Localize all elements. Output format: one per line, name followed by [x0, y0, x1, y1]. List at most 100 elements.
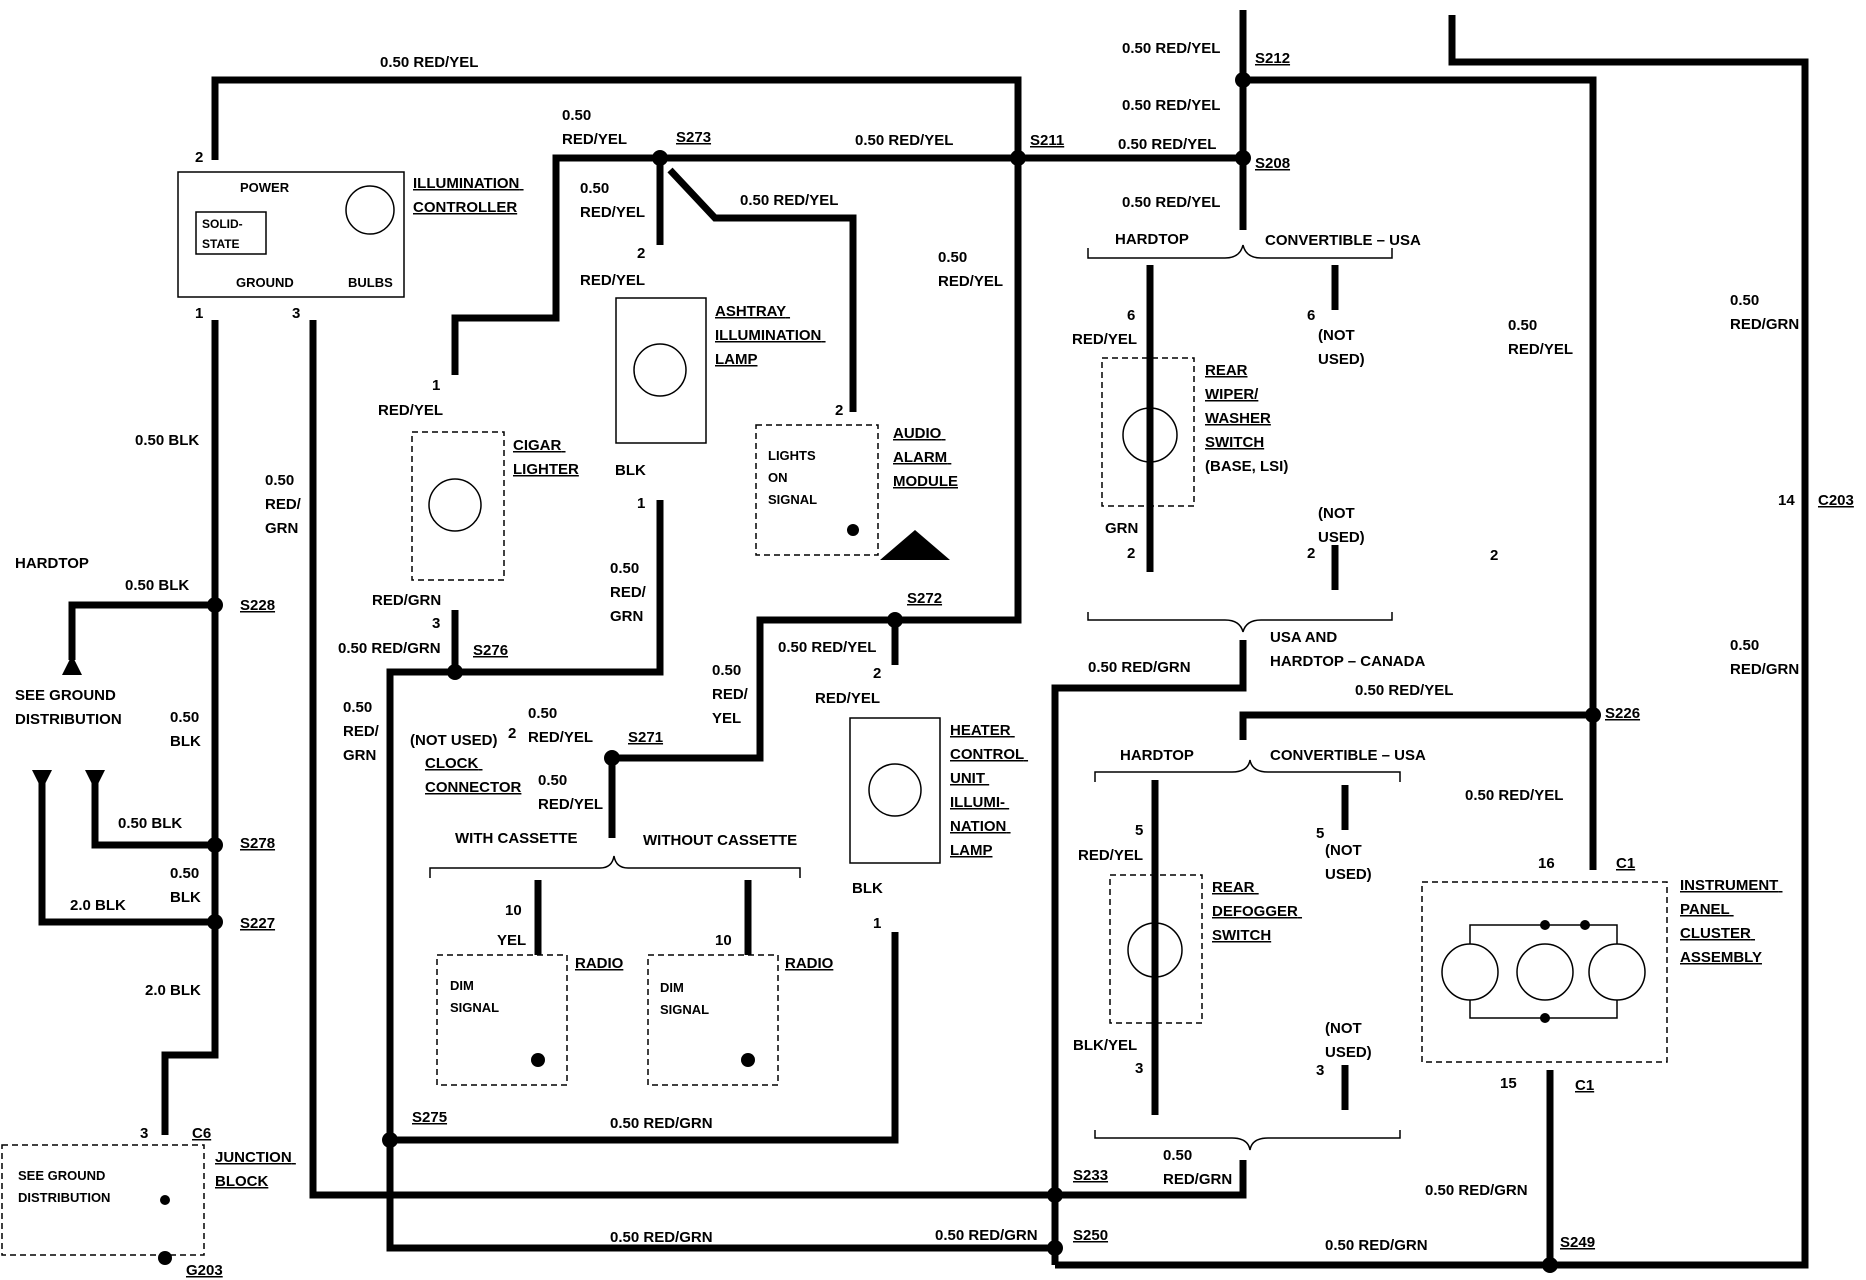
pin-numbers: 2 1 3 2 1 1 3 2 2 1 2 10 10 6 6 2 2 5 5 … [140, 149, 1795, 1142]
with-cassette: WITH CASSETTE [455, 830, 578, 847]
splice-s276: S276 [473, 642, 508, 659]
wire-color: YEL [497, 932, 526, 949]
pin: 5 [1135, 822, 1143, 839]
wire-color: RED/YEL [378, 402, 443, 419]
wire-label-two: 0.50 RED/YEL [938, 249, 1003, 290]
controller-power: POWER [240, 180, 290, 195]
controller-solid-state: SOLID- STATE [202, 217, 246, 251]
wire-label: 0.50 RED/YEL [380, 54, 478, 71]
controller-bulbs: BULBS [348, 275, 393, 290]
pin: 3 [1316, 1062, 1324, 1079]
hardtop-option: HARDTOP [1115, 231, 1189, 248]
without-cassette: WITHOUT CASSETTE [643, 832, 797, 849]
wire-labels: 0.50 RED/YEL 0.50 RED/YEL 0.50 RED/YEL 0… [70, 40, 1799, 1254]
wire-color: BLK [615, 462, 646, 479]
pin: 6 [1307, 307, 1315, 324]
dim-signal: DIM SIGNAL [450, 978, 499, 1015]
component-shapes [1, 171, 1668, 1265]
pin: 10 [715, 932, 732, 949]
splice-dots [207, 72, 1601, 1273]
pin: 10 [505, 902, 522, 919]
splice-s227: S227 [240, 915, 275, 932]
pin: 6 [1127, 307, 1135, 324]
not-used-clock: (NOT USED) [410, 732, 498, 749]
pin: 16 [1538, 855, 1555, 872]
see-ground-junction: SEE GROUND DISTRIBUTION [18, 1168, 110, 1205]
wire-color: RED/YEL [815, 690, 880, 707]
component-labels: ILLUMINATION CONTROLLER POWER SOLID- STA… [15, 175, 1783, 1205]
wire-label: 0.50 RED/YEL [1122, 97, 1220, 114]
wire-label: 0.50 RED/GRN [1088, 659, 1191, 676]
convertible-option: CONVERTIBLE – USA [1270, 747, 1426, 764]
rear-wiper-label: REAR WIPER/ WASHER SWITCH (BASE, LSI) [1205, 362, 1288, 475]
pin: 2 [508, 725, 516, 742]
wire-label: 0.50 RED/YEL [855, 132, 953, 149]
wire-color: RED/YEL [580, 272, 645, 289]
audio-alarm-label: AUDIO ALARM MODULE [893, 425, 958, 490]
dim-signal: DIM SIGNAL [660, 980, 709, 1017]
wire-label-stack: 0.50 RED/ GRN [610, 560, 650, 625]
pin: 5 [1316, 825, 1324, 842]
splice-s211: S211 [1030, 132, 1064, 149]
wire-label: 0.50 BLK [125, 577, 189, 594]
pin: 2 [873, 665, 881, 682]
wire-label-stack: 0.50 RED/ GRN [265, 472, 305, 537]
pin: 3 [1135, 1060, 1143, 1077]
wire-label: 0.50 RED/GRN [610, 1115, 713, 1132]
wire-color: RED/YEL [1078, 847, 1143, 864]
wire-label: 0.50 RED/GRN [1425, 1182, 1528, 1199]
connector-c203: C203 [1818, 492, 1854, 509]
splice-labels: S212 S273 S211 S208 S228 S276 S271 S272 … [186, 50, 1854, 1279]
wire-label: 0.50 RED/YEL [778, 639, 876, 656]
wire-label: 0.50 BLK [135, 432, 199, 449]
splice-s226: S226 [1605, 705, 1640, 722]
not-used: (NOT USED) [1318, 505, 1365, 546]
instrument-cluster-label: INSTRUMENT PANEL CLUSTER ASSEMBLY [1680, 877, 1783, 966]
wire-label: 2.0 BLK [70, 897, 126, 914]
wire-label: 0.50 RED/YEL [1465, 787, 1563, 804]
splice-s208: S208 [1255, 155, 1290, 172]
wire-color: BLK/YEL [1073, 1037, 1137, 1054]
wires [38, 10, 1809, 1269]
lights-on-signal: LIGHTS ON SIGNAL [768, 448, 819, 507]
pin: 2 [1490, 547, 1498, 564]
wire-label-two: 0.50 BLK [170, 709, 203, 750]
wire-color: RED/YEL [1072, 331, 1137, 348]
wire-label: 0.50 RED/GRN [935, 1227, 1038, 1244]
wire-label-two: 0.50 RED/YEL [562, 107, 627, 148]
wire-label: 0.50 RED/GRN [610, 1229, 713, 1246]
not-used: (NOT USED) [1325, 842, 1372, 883]
wire-label: 0.50 RED/YEL [1355, 682, 1453, 699]
wire-color: GRN [1105, 520, 1138, 537]
usa-hardtop-canada: USA AND HARDTOP – CANADA [1270, 629, 1425, 670]
pin: 2 [835, 402, 843, 419]
see-ground-upper: SEE GROUND DISTRIBUTION [15, 687, 122, 728]
pin: 2 [195, 149, 203, 166]
wire-color: RED/GRN [372, 592, 441, 609]
cigar-lighter-label: CIGAR LIGHTER [513, 437, 579, 478]
pin: 2 [1307, 545, 1315, 562]
wire-label-two: 0.50 RED/YEL [580, 180, 645, 221]
junction-block-label: JUNCTION BLOCK [215, 1149, 296, 1190]
wire-label-two: 0.50 BLK [170, 865, 203, 906]
connector-c6: C6 [192, 1125, 211, 1142]
wire-label-stack: 0.50 RED/ YEL [712, 662, 752, 727]
ground-g203: G203 [186, 1262, 223, 1279]
pin: 15 [1500, 1075, 1517, 1092]
radio-label: RADIO [575, 955, 624, 972]
wire-color: BLK [852, 880, 883, 897]
wire-label-two: 0.50 RED/YEL [528, 705, 593, 746]
wire-label-two: 0.50 RED/GRN [1163, 1147, 1232, 1188]
wire-label-two: 0.50 RED/GRN [1730, 292, 1799, 333]
splice-s228: S228 [240, 597, 275, 614]
splice-s212: S212 [1255, 50, 1290, 67]
wire-label: 0.50 RED/YEL [1122, 40, 1220, 57]
pin: 2 [1127, 545, 1135, 562]
connector-c1-bottom: C1 [1575, 1077, 1594, 1094]
splice-s233: S233 [1073, 1167, 1108, 1184]
wire-label: 0.50 RED/YEL [1122, 194, 1220, 211]
wire-label-two: 0.50 RED/YEL [538, 772, 603, 813]
pin: 2 [637, 245, 645, 262]
splice-s271: S271 [628, 729, 663, 746]
wire-label-two: 0.50 RED/YEL [1508, 317, 1573, 358]
